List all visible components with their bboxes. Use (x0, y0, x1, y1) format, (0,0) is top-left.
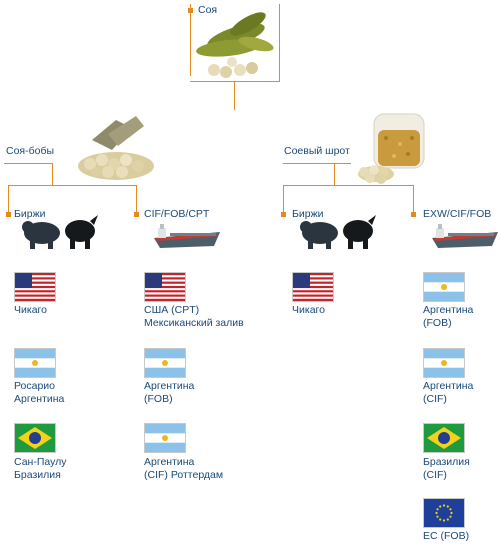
beans-terms-item-label: США (CPT) Мексиканский залив (144, 304, 244, 329)
usa-flag-icon (144, 272, 186, 302)
meal-terms-label: EXW/CIF/FOB (423, 208, 492, 220)
meal-terms-item-label: Аргентина (CIF) (423, 380, 474, 405)
root-stem (234, 82, 235, 110)
usa-flag-icon (292, 272, 334, 302)
root-frame-left (190, 4, 191, 76)
beans-terms-item-label: Аргентина (FOB) (144, 380, 195, 405)
brazil-flag-icon (14, 423, 56, 453)
beans-exchange-item-label: Сан-Паулу Бразилия (14, 456, 67, 481)
bear-bull-icon (22, 213, 100, 251)
meal-terms-item-label: Аргентина (FOB) (423, 304, 474, 329)
soy-pods-icon (192, 4, 278, 84)
meal-label: Соевый шрот (284, 145, 350, 157)
argentina-flag-icon (423, 272, 465, 302)
meal-exchanges-bullet (281, 212, 286, 217)
beans-branch-line (8, 185, 136, 186)
soybean-meal-jar-icon (356, 108, 436, 186)
cargo-ship-icon (152, 220, 222, 250)
meal-underline (283, 163, 351, 164)
beans-exchange-item-label: Росарио Аргентина (14, 380, 65, 405)
bear-bull-icon (300, 213, 378, 251)
beans-underline (4, 163, 52, 164)
meal-exchanges-label: Биржи (292, 208, 324, 220)
argentina-flag-icon (423, 348, 465, 378)
eu-flag-icon (423, 498, 465, 528)
beans-exchanges-label: Биржи (14, 208, 46, 220)
meal-terms-bullet (411, 212, 416, 217)
beans-stem (52, 163, 53, 185)
argentina-flag-icon (14, 348, 56, 378)
usa-flag-icon (14, 272, 56, 302)
meal-branch-left (283, 185, 284, 217)
root-frame-bottom (190, 81, 280, 82)
argentina-flag-icon (144, 348, 186, 378)
meal-stem (334, 163, 335, 185)
beans-terms-bullet (134, 212, 139, 217)
beans-label: Соя-бобы (6, 145, 55, 157)
beans-exchange-item-label: Чикаго (14, 304, 47, 316)
brazil-flag-icon (423, 423, 465, 453)
beans-terms-label: CIF/FOB/CPT (144, 208, 210, 220)
beans-branch-right (136, 185, 137, 217)
meal-branch-right (413, 185, 414, 217)
argentina-flag-icon (144, 423, 186, 453)
cargo-ship-icon (430, 220, 500, 250)
meal-terms-item-label: ЕС (FOB) (423, 530, 470, 542)
meal-branch-line (283, 185, 413, 186)
beans-exchanges-bullet (6, 212, 11, 217)
beans-branch-left (8, 185, 9, 217)
beans-terms-item-label: Аргентина (CIF) Роттердам (144, 456, 224, 481)
root-bullet (188, 8, 193, 13)
root-label: Соя (198, 4, 218, 16)
meal-exchange-item-label: Чикаго (292, 304, 325, 316)
soybeans-icon (72, 110, 160, 186)
meal-terms-item-label: Бразилия (CIF) (423, 456, 470, 481)
root-frame-right (279, 4, 280, 82)
